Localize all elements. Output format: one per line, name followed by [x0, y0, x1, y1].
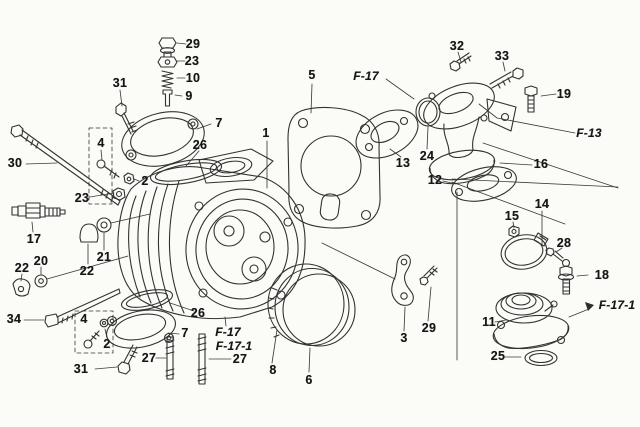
- callout-10-2: 10: [185, 70, 201, 85]
- callout-4-10: 4: [97, 135, 105, 150]
- callout-34-18: 34: [6, 311, 22, 326]
- bolt-18: [557, 265, 575, 295]
- manifold-gasket-12: [451, 166, 517, 202]
- callout-7-22: 7: [181, 325, 189, 340]
- bolt-29-bottom: [419, 265, 438, 286]
- callout-8-26: 8: [269, 362, 277, 377]
- callout-31-4: 31: [112, 75, 128, 90]
- callout-29-0: 29: [185, 36, 201, 51]
- o-ring-26-bottom: [120, 289, 174, 311]
- stud-bolt-30: [10, 124, 121, 206]
- callout-27-25: 27: [232, 351, 248, 366]
- insulator-joint-11: [492, 292, 570, 350]
- arrow-icon: [585, 302, 594, 311]
- kit-box-top: [88, 127, 135, 205]
- callout-33-29: 33: [494, 48, 510, 63]
- callout-11-41: 11: [482, 314, 496, 329]
- callout-27-24: 27: [141, 350, 157, 365]
- o-ring-25: [524, 349, 558, 367]
- callout-f-17-45: F-17: [215, 325, 241, 339]
- callout-f-13-44: F-13: [576, 126, 602, 140]
- callout-24-32: 24: [419, 148, 435, 163]
- callout-f-17-1-47: F-17-1: [598, 298, 636, 312]
- callout-22-15: 22: [79, 263, 95, 278]
- o-ring-26-top: [149, 158, 223, 186]
- o-ring-24: [415, 97, 441, 127]
- insulator-gasket-13: [355, 109, 419, 159]
- tappet-screw-group: [157, 37, 178, 107]
- spark-plug: [11, 202, 66, 219]
- callout-2-11: 2: [141, 173, 149, 188]
- callout-30-9: 30: [7, 155, 23, 170]
- bolt-32: [449, 52, 472, 72]
- bolt-19: [524, 85, 538, 113]
- bracket-3: [391, 254, 414, 306]
- clamp-band-14: [500, 232, 549, 270]
- callout-22-17: 22: [14, 260, 30, 275]
- nut-15: [508, 225, 520, 238]
- callout-31-21: 31: [73, 361, 89, 376]
- callout-28-37: 28: [556, 235, 572, 250]
- callout-6-27: 6: [305, 372, 313, 387]
- callout-12-34: 12: [427, 172, 443, 187]
- callout-17-13: 17: [26, 231, 42, 246]
- callout-19-30: 19: [556, 86, 572, 101]
- callout-20-16: 20: [33, 253, 49, 268]
- callout-25-42: 25: [490, 348, 506, 363]
- callout-23-12: 23: [74, 190, 90, 205]
- callout-f-17-1-46: F-17-1: [215, 339, 253, 353]
- bolt-34: [44, 288, 121, 328]
- callout-21-14: 21: [96, 249, 112, 264]
- callout-26-8: 26: [192, 137, 208, 152]
- callout-1-7: 1: [262, 125, 270, 140]
- callout-15-36: 15: [504, 208, 520, 223]
- callout-16-33: 16: [533, 156, 549, 171]
- side-cover-dome: [267, 263, 356, 347]
- small-hardware-left: [12, 217, 112, 297]
- callout-23-1: 23: [184, 53, 200, 68]
- callout-f-17-43: F-17: [353, 69, 379, 83]
- callout-18-38: 18: [594, 267, 610, 282]
- callout-7-5: 7: [215, 115, 223, 130]
- callout-5-6: 5: [308, 67, 316, 82]
- callout-14-35: 14: [534, 196, 550, 211]
- callout-3-39: 3: [400, 330, 408, 345]
- callout-29-40: 29: [421, 320, 437, 335]
- callout-32-28: 32: [449, 38, 465, 53]
- callout-4-19: 4: [80, 311, 88, 326]
- callout-9-3: 9: [185, 88, 193, 103]
- intake-manifold: [423, 82, 517, 185]
- callout-26-23: 26: [190, 305, 206, 320]
- stud-bolts-27: [165, 333, 207, 385]
- callout-13-31: 13: [395, 155, 411, 170]
- bolt-33: [489, 67, 524, 89]
- cylinder-head: [117, 148, 306, 320]
- callout-2-20: 2: [103, 336, 111, 351]
